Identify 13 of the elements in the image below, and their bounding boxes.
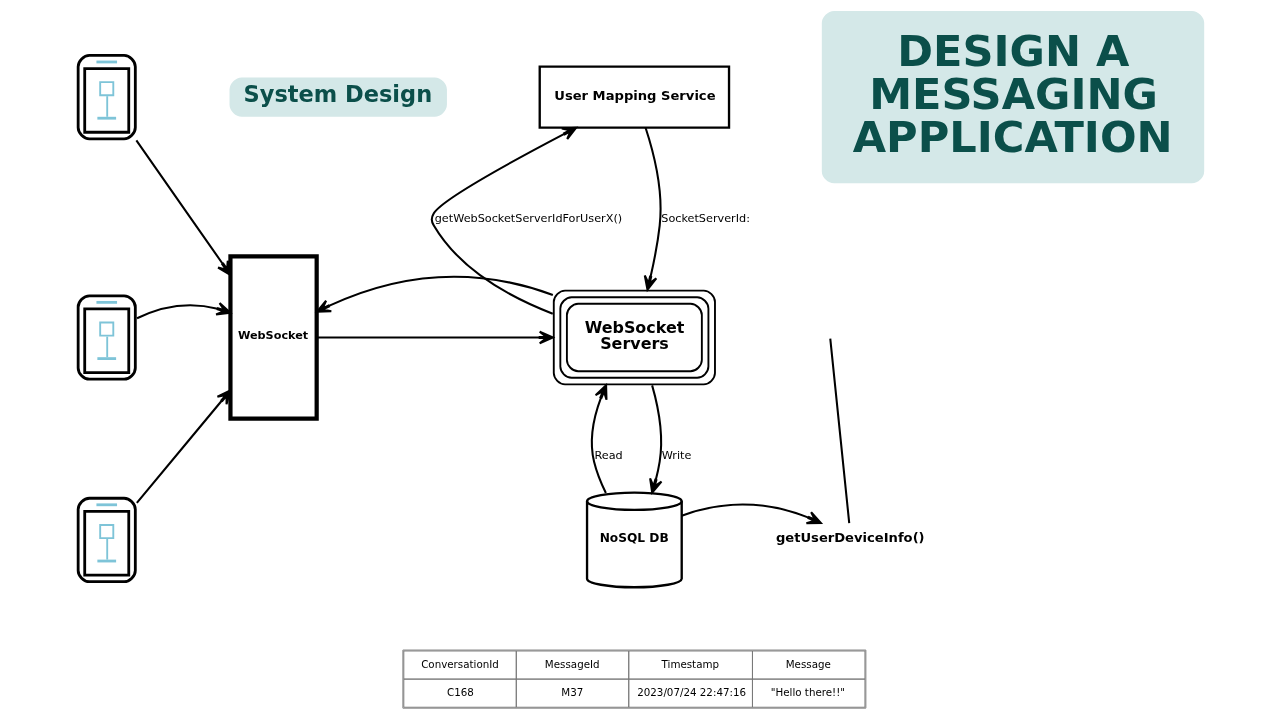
node-text: getUserDeviceInfo() (775, 530, 925, 546)
label: Timestamp (661, 657, 720, 670)
label: "Hello there!!" (770, 685, 846, 698)
label: Message (785, 657, 831, 670)
edge-label: Read (594, 448, 623, 462)
edge-label: SocketServerId: (661, 212, 750, 226)
edge-label: getWebSocketServerIdForUserX() (434, 212, 623, 226)
label: ConversationId (421, 657, 499, 670)
label: C168 (446, 685, 474, 698)
label: M37 (561, 685, 584, 698)
label: 2023/07/24 22:47:16 (637, 685, 747, 698)
edge-label: Write (661, 448, 692, 462)
label: MessageId (544, 657, 600, 670)
